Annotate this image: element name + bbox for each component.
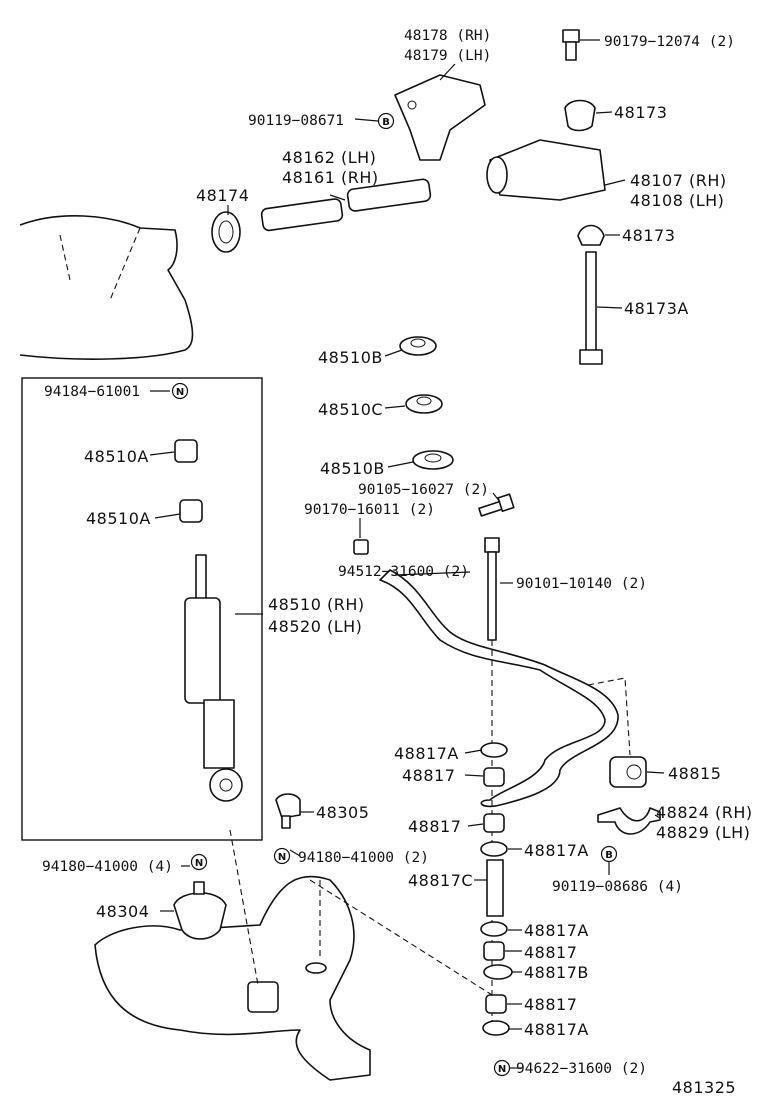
label-48510B-bottom: 48510B [320,459,385,478]
lower-frame-outline [94,875,501,1081]
bushing-48510B-bottom-icon [412,450,454,470]
cushion-48173-top-icon [564,99,596,132]
svg-text:B: B [382,117,390,128]
svg-text:B: B [605,850,613,861]
svg-text:N: N [278,852,286,863]
torsion-bar-icon [260,178,432,232]
bolt-90101-icon [484,537,500,641]
label-94512: 94512−31600 (2) [338,564,469,580]
label-48520: 48520 (LH) [268,617,362,636]
label-90101: 90101−10140 (2) [516,576,647,592]
label-48305: 48305 [316,803,369,822]
label-48817A-1: 48817A [394,744,459,763]
label-48817B: 48817B [524,963,589,982]
cushion-48817-1-icon [483,767,505,787]
label-48817-1: 48817 [402,766,455,785]
label-48173-bottom: 48173 [622,226,675,245]
label-90179: 90179−12074 (2) [604,34,735,50]
label-48161: 48161 (RH) [282,168,379,187]
seal-48174-icon [211,211,241,253]
leader-lines [149,39,665,1069]
label-48174: 48174 [196,186,249,205]
svg-text:N: N [176,387,184,398]
label-48178: 48178 (RH) [404,28,491,44]
label-94622: 94622−31600 (2) [516,1061,647,1077]
washer-48817A-3-icon [480,921,508,937]
shock-absorber-icon [184,554,243,802]
shock-mount-dash [229,829,259,986]
label-48817-2: 48817 [408,817,461,836]
bracket-outline-dash [587,677,631,756]
label-48817A-2: 48817A [524,841,589,860]
label-90105: 90105−16027 (2) [358,482,489,498]
bushing-48510C-icon [405,394,443,414]
mark-n-icon: N [190,853,208,871]
label-48817C: 48817C [408,871,473,890]
label-94180-2: 94180−41000 (2) [298,850,429,866]
diagram-number: 481325 [672,1078,736,1097]
mark-n-icon: N [273,847,291,865]
label-48817A-3: 48817A [524,921,589,940]
shock-absorber-group-box [21,377,263,841]
bushing-48815-icon [609,756,647,788]
long-bolt-48173A-icon [579,251,603,365]
label-48510B-top: 48510B [318,348,383,367]
bracket-48824-icon [597,807,661,835]
lower-bracket-icon [247,981,279,1013]
nut-48305-icon [275,793,301,829]
washer-48817B-icon [483,964,513,980]
bolt-90179-icon [562,29,580,61]
bushing-48510B-top-icon [399,336,437,356]
label-48173-top: 48173 [614,103,667,122]
cushion-48173-bottom-icon [577,224,605,246]
cushion-48817-3-icon [483,941,505,961]
label-90119-08671: 90119−08671 [248,113,344,129]
mark-b-icon: B [600,845,618,863]
mark-b-icon: B [377,112,395,130]
label-48817A-4: 48817A [524,1020,589,1039]
label-48173A: 48173A [624,299,689,318]
label-48824: 48824 (RH) [656,803,753,822]
svg-text:N: N [498,1064,506,1075]
label-48815: 48815 [668,764,721,783]
bumper-48304-icon [173,881,227,940]
washer-48817A-2-icon [480,841,508,857]
label-48510: 48510 (RH) [268,595,365,614]
label-48107: 48107 (RH) [630,171,727,190]
cushion-48817-2-icon [483,813,505,833]
label-48829: 48829 (LH) [656,823,750,842]
label-94180-4: 94180−41000 (4) [42,859,173,875]
bolt-90105-icon [478,493,515,517]
cushion-48510A-2-icon [179,499,203,523]
nut-90170-icon [353,539,369,555]
label-48817-3: 48817 [524,943,577,962]
label-48108: 48108 (LH) [630,191,724,210]
svg-text:N: N [195,858,203,869]
torsion-anchor-48107-icon [486,139,606,201]
mark-n-icon: N [493,1059,511,1077]
washer-frame-icon [305,962,327,974]
cushion-48817-4-icon [485,994,507,1014]
label-48510A-1: 48510A [84,447,149,466]
label-48510A-2: 48510A [86,509,151,528]
label-48304: 48304 [96,902,149,921]
mark-n-icon: N [171,382,189,400]
label-48817-4: 48817 [524,995,577,1014]
label-94184: 94184−61001 [44,384,140,400]
label-48162: 48162 (LH) [282,148,376,167]
label-48510C: 48510C [318,400,383,419]
collar-48817C-icon [486,859,504,917]
washer-48817A-1-icon [480,742,508,758]
upper-frame-outline [19,214,194,360]
stabilizer-bar-icon [379,569,619,808]
cushion-48510A-1-icon [174,439,198,463]
label-90170: 90170−16011 (2) [304,502,435,518]
bracket-48178-icon [394,74,486,161]
washer-48817A-4-icon [482,1020,510,1036]
label-48179: 48179 (LH) [404,48,491,64]
label-90119-08686: 90119−08686 (4) [552,879,683,895]
